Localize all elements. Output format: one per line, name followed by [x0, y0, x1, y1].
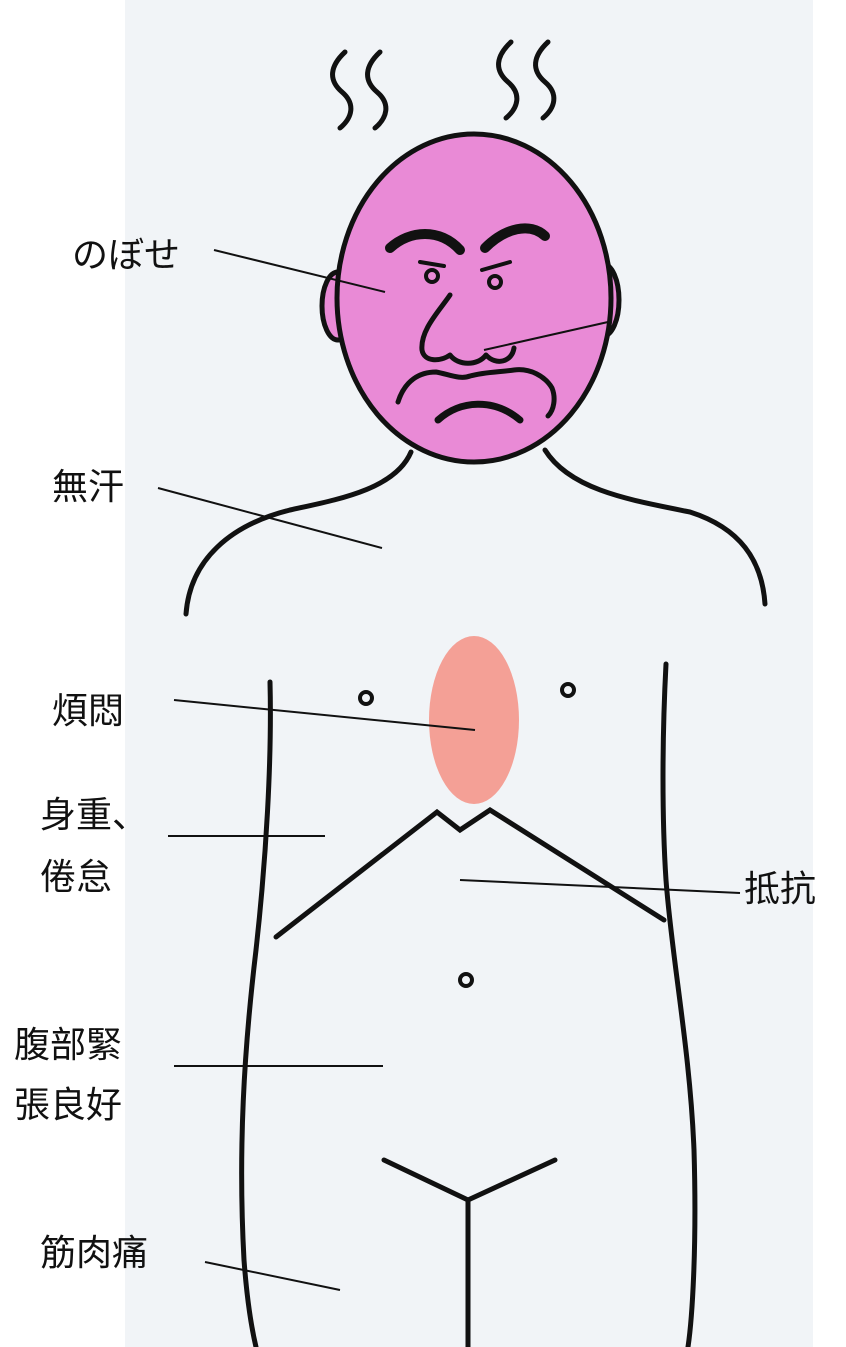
chest-distress-area [429, 636, 519, 804]
label-heaviness-line2: 倦怠 [40, 856, 112, 900]
label-abdominal-tension-line1: 腹部緊 [14, 1024, 122, 1068]
label-muscle-pain: 筋肉痛 [40, 1232, 148, 1276]
label-no-sweat: 無汗 [52, 466, 124, 510]
label-abdominal-tension-line2: 張良好 [14, 1084, 122, 1128]
label-resistance: 抵抗 [744, 868, 816, 912]
label-chest-distress: 煩悶 [52, 690, 124, 734]
label-hot-flush: のぼせ [72, 234, 180, 278]
label-heaviness-line1: 身重、 [40, 794, 148, 838]
face [337, 134, 611, 462]
